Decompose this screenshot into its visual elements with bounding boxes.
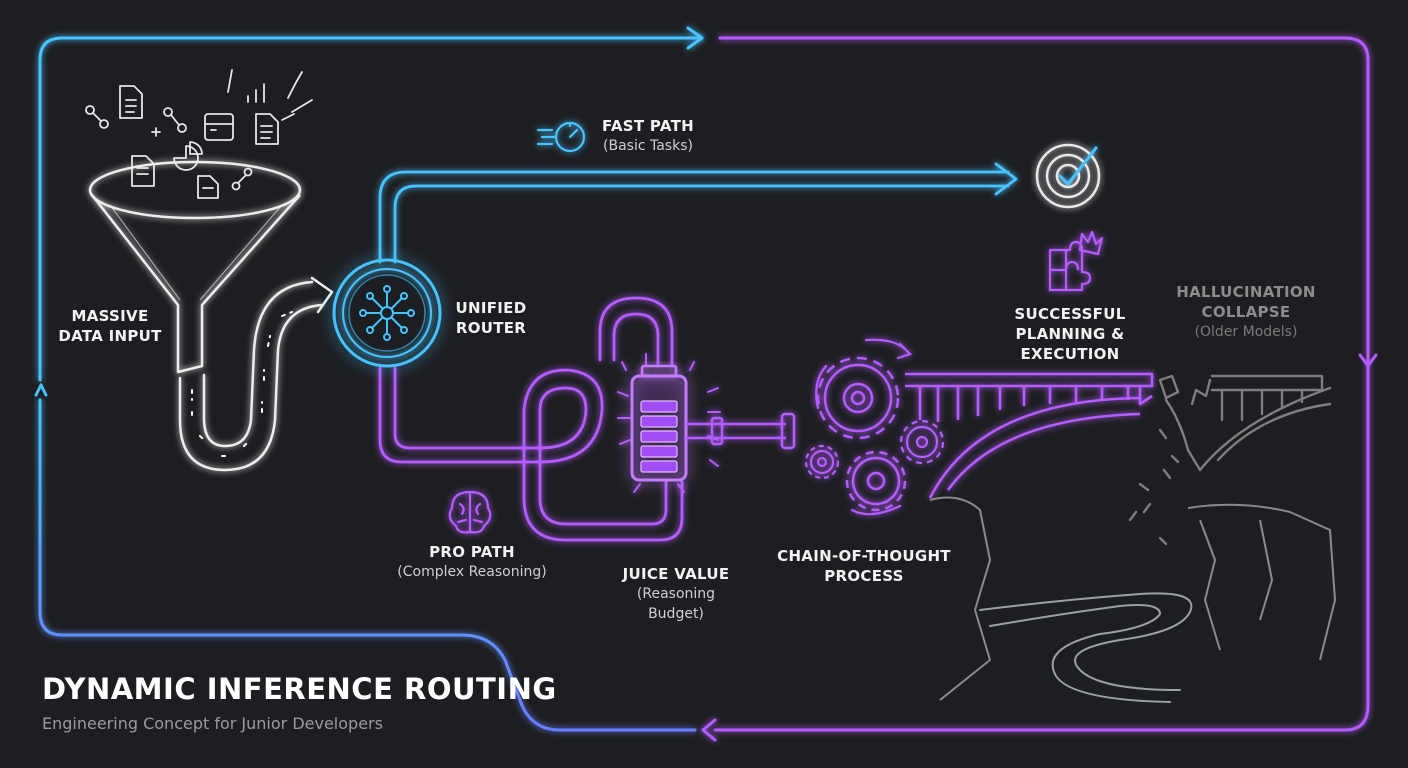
document-icon: [131, 155, 155, 187]
chain-of-thought-line2: PROCESS: [824, 567, 904, 585]
network-node-icon: [85, 105, 109, 129]
hallucination-label: HALLUCINATION COLLAPSE (Older Models): [1164, 282, 1328, 342]
chain-of-thought-line1: CHAIN-OF-THOUGHT: [777, 547, 951, 565]
fast-path-line: [378, 162, 1018, 264]
funnel-icon: [88, 160, 302, 374]
fast-path-title: FAST PATH: [602, 117, 694, 135]
chain-of-thought-label: CHAIN-OF-THOUGHT PROCESS: [760, 546, 968, 586]
input-label-line1: MASSIVE: [71, 307, 149, 325]
document-icon: [255, 113, 279, 145]
pro-path-line: [378, 296, 684, 542]
hallucination-line2: COLLAPSE: [1201, 303, 1291, 321]
input-pipe: [178, 276, 334, 472]
brain-icon: [448, 490, 492, 534]
success-label: SUCCESSFUL PLANNING & EXECUTION: [996, 304, 1144, 364]
input-label: MASSIVE DATA INPUT: [48, 306, 172, 346]
juice-value-sub2: Budget): [648, 606, 704, 622]
success-line3: EXECUTION: [1020, 345, 1120, 363]
success-line1: SUCCESSFUL: [1014, 305, 1126, 323]
network-node-icon: [231, 167, 253, 191]
gear-icon: [804, 444, 840, 480]
feedback-loop: [34, 26, 1378, 742]
network-node-icon: [163, 107, 187, 133]
router-label: UNIFIED ROUTER: [444, 298, 538, 338]
database-icon: [204, 113, 234, 141]
hallucination-sub: (Older Models): [1194, 324, 1298, 340]
speedometer-icon: [536, 121, 586, 153]
title-block: DYNAMIC INFERENCE ROUTING Engineering Co…: [42, 672, 557, 733]
juice-value-label: JUICE VALUE (Reasoning Budget): [606, 564, 746, 624]
document-icon: [197, 175, 219, 199]
gear-icon: [845, 450, 907, 512]
hallucination-line1: HALLUCINATION: [1176, 283, 1316, 301]
success-line2: PLANNING &: [1015, 325, 1125, 343]
router-hub-icon: [332, 258, 442, 368]
battery-icon: [617, 353, 721, 493]
router-label-line1: UNIFIED: [455, 299, 527, 317]
input-label-line2: DATA INPUT: [58, 327, 162, 345]
gear-icon: [816, 356, 900, 440]
target-check-icon: [1035, 143, 1101, 209]
fast-path-sub: (Basic Tasks): [603, 138, 693, 154]
chart-icon: [173, 141, 203, 171]
connector-pipe: [686, 412, 796, 450]
fast-path-label: FAST PATH (Basic Tasks): [578, 116, 718, 156]
juice-value-title: JUICE VALUE: [622, 565, 730, 583]
rotation-arrows: [815, 338, 913, 516]
router-label-line2: ROUTER: [455, 319, 527, 337]
pro-path-title: PRO PATH: [429, 543, 515, 561]
juice-value-sub1: (Reasoning: [636, 586, 716, 602]
gear-icon: [899, 419, 945, 465]
chart-icon: [247, 83, 265, 103]
river-icon: [979, 592, 1193, 703]
page-title: DYNAMIC INFERENCE ROUTING: [42, 672, 557, 706]
puzzle-crown-icon: [1048, 230, 1104, 292]
pro-path-label: PRO PATH (Complex Reasoning): [372, 542, 572, 582]
cliffs: [929, 496, 1336, 701]
data-particles: [85, 69, 313, 199]
bridge-icon: [905, 372, 1154, 499]
broken-bridge-icon: [1128, 374, 1332, 546]
document-icon: [119, 85, 143, 119]
page-subtitle: Engineering Concept for Junior Developer…: [42, 714, 383, 733]
pro-path-sub: (Complex Reasoning): [397, 564, 547, 580]
